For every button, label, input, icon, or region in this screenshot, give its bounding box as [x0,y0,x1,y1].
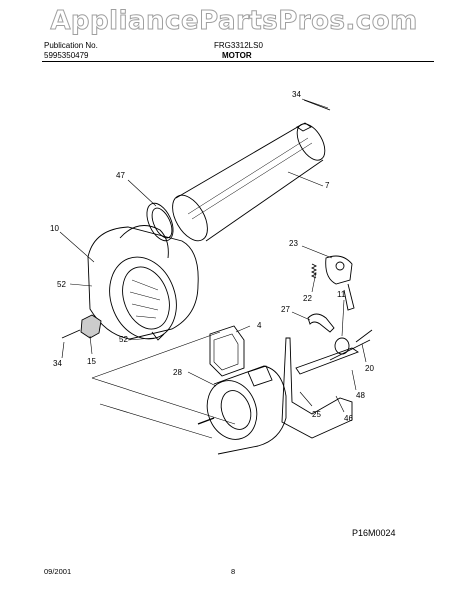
bolt [355,329,373,343]
callout-7: 7 [325,181,330,190]
screw [303,99,331,111]
callout-47: 47 [116,171,125,180]
footer-date: 09/2001 [44,567,72,576]
callout-20: 20 [365,364,374,373]
publication-label: Publication No. [44,41,98,50]
publication-number: 5995350479 [44,51,89,60]
callout-23: 23 [289,239,298,248]
idler-spring [310,263,318,279]
footer-page-number: 8 [231,567,236,576]
drive-motor [197,365,287,455]
figure-code: P16M0024 [352,528,396,538]
callout-34-top: 34 [292,90,301,99]
callout-25: 25 [312,410,321,419]
blower-housing [87,225,199,341]
callout-4: 4 [257,321,262,330]
motor-bracket-pad [209,325,245,377]
callout-28: 28 [173,368,182,377]
callout-48: 48 [356,391,365,400]
leader-lines [59,98,367,413]
callout-34-bottom: 34 [53,359,62,368]
callout-22: 22 [303,294,312,303]
guide-line [99,403,213,439]
guide-line [91,377,236,425]
callout-15: 15 [87,357,96,366]
guide-line [91,331,221,379]
callout-27: 27 [281,305,290,314]
callout-11: 11 [337,290,346,299]
exhaust-duct [172,122,326,242]
header-rule [42,61,434,62]
section-title: MOTOR [222,51,252,60]
model-number: FRG3312LS0 [214,41,263,50]
blower-wheel-knob [80,314,102,339]
callout-52-bottom: 52 [119,335,128,344]
screw [61,329,81,339]
motor-mount-bracket [281,337,371,439]
callout-10: 10 [50,224,59,233]
callout-46: 46 [344,414,353,423]
watermark: AppliancePartsPros.com [50,6,418,37]
motor-switch [325,255,355,311]
callout-52-left: 52 [57,280,66,289]
